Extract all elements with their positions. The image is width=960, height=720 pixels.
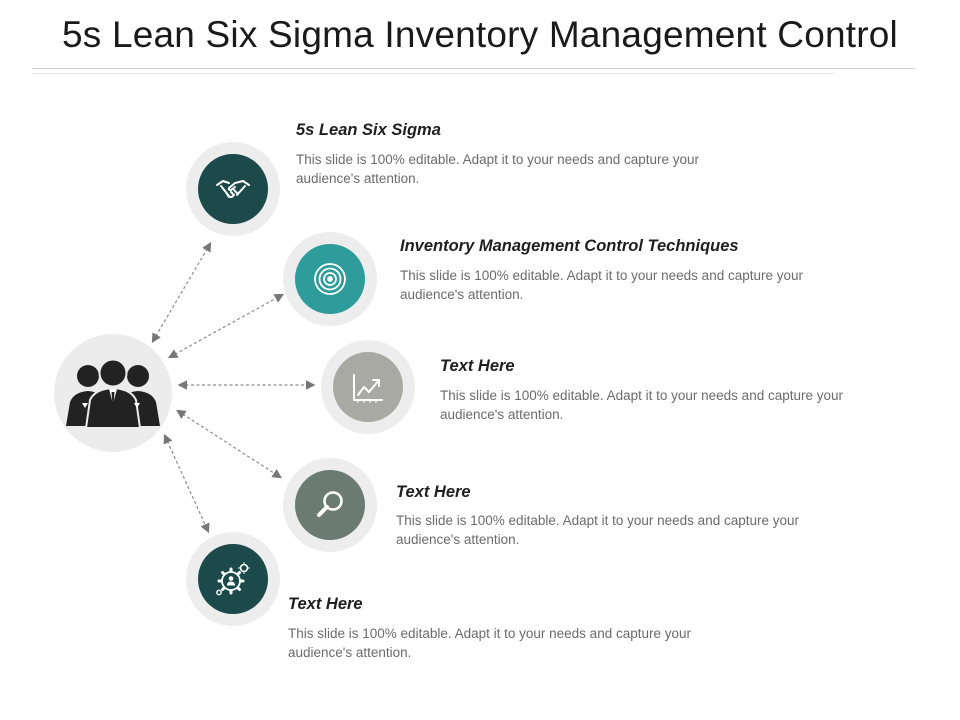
item-4-description: This slide is 100% editable. Adapt it to… — [396, 513, 799, 547]
arrow-1 — [151, 241, 212, 344]
item-3-description: This slide is 100% editable. Adapt it to… — [440, 388, 843, 422]
node-2-disc — [295, 244, 365, 314]
item-5-description: This slide is 100% editable. Adapt it to… — [288, 626, 691, 660]
page-title: 5s Lean Six Sigma Inventory Management C… — [62, 14, 898, 55]
item-1-description: This slide is 100% editable. Adapt it to… — [296, 152, 699, 186]
gear-user-icon — [216, 562, 250, 596]
arrow-4 — [175, 409, 283, 479]
item-3-heading: Text Here — [440, 357, 515, 375]
handshake-icon — [216, 180, 250, 198]
target-icon — [314, 263, 346, 295]
node-3 — [321, 340, 415, 434]
arrow-2 — [167, 293, 285, 359]
magnifier-icon — [317, 491, 343, 517]
node-4-disc — [295, 470, 365, 540]
title-divider — [32, 68, 916, 69]
people-group-icon — [66, 358, 160, 429]
item-5-heading: Text Here — [288, 595, 363, 613]
item-1-heading: 5s Lean Six Sigma — [296, 121, 441, 139]
team-hub — [54, 334, 172, 452]
node-5-disc — [198, 544, 268, 614]
title-divider-secondary — [32, 73, 834, 74]
item-2-description: This slide is 100% editable. Adapt it to… — [400, 268, 803, 302]
node-2 — [283, 232, 377, 326]
node-4 — [283, 458, 377, 552]
node-5 — [186, 532, 280, 626]
arrow-5 — [163, 433, 210, 534]
node-1-disc — [198, 154, 268, 224]
growth-chart-icon — [353, 374, 383, 403]
node-1 — [186, 142, 280, 236]
node-3-disc — [333, 352, 403, 422]
item-2-heading: Inventory Management Control Techniques — [400, 237, 739, 255]
item-4-heading: Text Here — [396, 483, 471, 501]
